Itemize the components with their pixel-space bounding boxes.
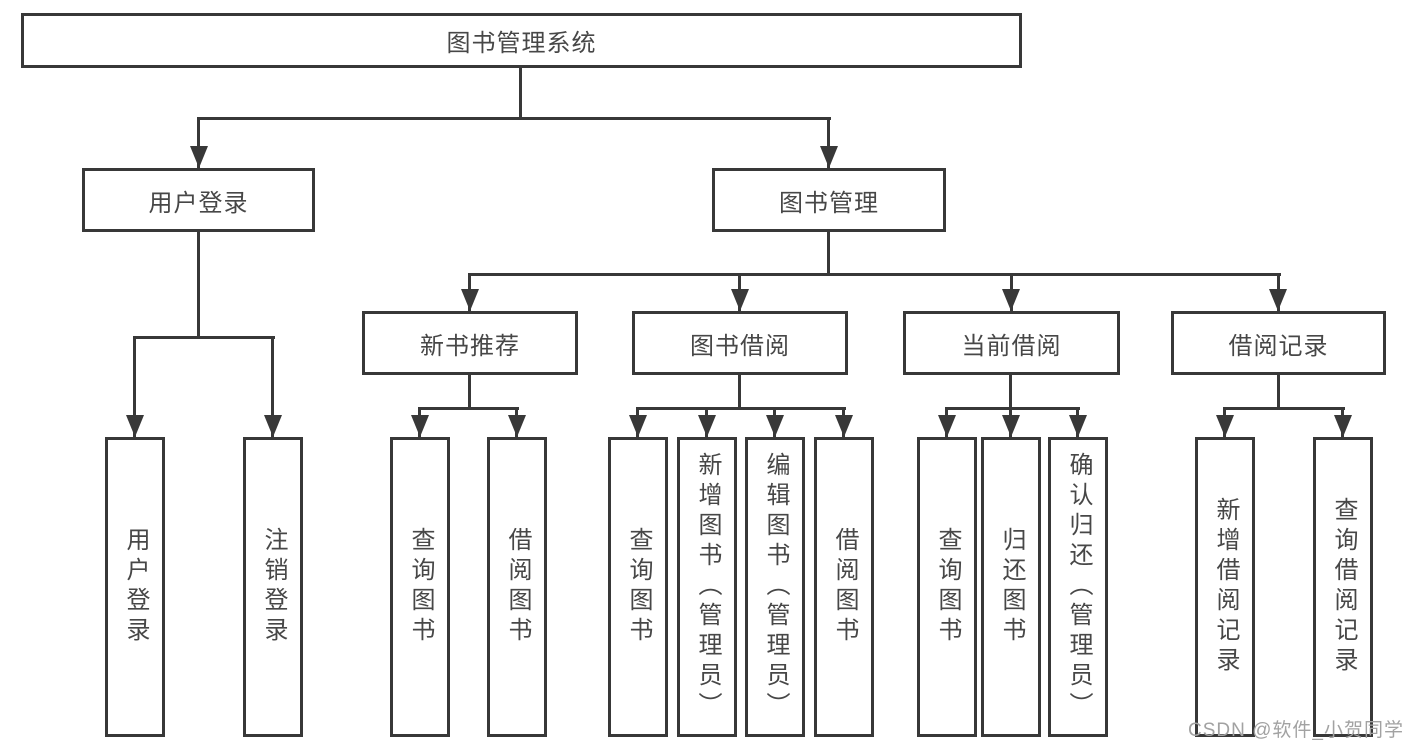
node-book-borrow: 图书借阅	[632, 311, 848, 375]
arrow-down-icon	[190, 146, 208, 168]
connector-line	[945, 407, 1080, 410]
connector-line	[636, 407, 846, 410]
connector-line	[197, 117, 200, 168]
arrow-down-icon	[835, 415, 853, 437]
node-label: 新书推荐	[420, 332, 520, 360]
arrow-down-icon	[1002, 415, 1020, 437]
leaf-edit-book-admin: 编辑图书（管理员）	[745, 437, 805, 737]
node-label: 当前借阅	[961, 332, 1062, 360]
node-label: 图书管理	[779, 189, 879, 217]
node-library-management-system: 图书管理系统	[21, 13, 1022, 68]
arrow-down-icon	[938, 415, 956, 437]
leaf-label: 借阅图书	[504, 527, 531, 647]
leaf-label: 查询借阅记录	[1330, 497, 1357, 677]
node-label: 图书管理系统	[446, 30, 597, 57]
leaf-borrow-book-recommend: 借阅图书	[487, 437, 547, 737]
arrow-down-icon	[508, 415, 526, 437]
leaf-search-book-recommend: 查询图书	[390, 437, 450, 737]
arrow-down-icon	[126, 415, 144, 437]
leaf-label: 编辑图书（管理员）	[762, 452, 789, 722]
arrow-down-icon	[1216, 415, 1234, 437]
node-label: 借阅记录	[1228, 332, 1329, 360]
leaf-search-book-current: 查询图书	[917, 437, 977, 737]
leaf-label: 新增借阅记录	[1212, 497, 1239, 677]
connector-line	[827, 117, 830, 168]
connector-line	[468, 273, 1281, 276]
arrow-down-icon	[698, 415, 716, 437]
leaf-search-book-borrow: 查询图书	[608, 437, 668, 737]
arrow-down-icon	[1334, 415, 1352, 437]
node-borrow-records: 借阅记录	[1171, 311, 1386, 375]
connector-line	[1223, 407, 1345, 410]
leaf-label: 确认归还（管理员）	[1065, 452, 1092, 722]
arrow-down-icon	[461, 289, 479, 311]
leaf-logout: 注销登录	[243, 437, 303, 737]
node-label: 图书借阅	[690, 332, 790, 360]
connector-line	[1277, 375, 1280, 407]
arrow-down-icon	[820, 146, 838, 168]
connector-line	[1009, 375, 1012, 407]
connector-line	[197, 232, 200, 336]
connector-line	[418, 407, 519, 410]
node-new-book-recommend: 新书推荐	[362, 311, 578, 375]
leaf-return-book: 归还图书	[981, 437, 1041, 737]
node-user-login: 用户登录	[82, 168, 315, 232]
leaf-label: 注销登录	[260, 527, 287, 647]
leaf-label: 归还图书	[998, 527, 1025, 647]
arrow-down-icon	[1269, 289, 1287, 311]
leaf-label: 查询图书	[407, 527, 434, 647]
node-label: 用户登录	[148, 189, 249, 217]
leaf-label: 查询图书	[934, 527, 961, 647]
leaf-label: 借阅图书	[831, 527, 858, 647]
arrow-down-icon	[766, 415, 784, 437]
leaf-label: 查询图书	[625, 527, 652, 647]
arrow-down-icon	[411, 415, 429, 437]
connector-line	[133, 336, 136, 437]
node-book-management: 图书管理	[712, 168, 946, 232]
arrow-down-icon	[1069, 415, 1087, 437]
arrow-down-icon	[731, 289, 749, 311]
connector-line	[738, 375, 741, 407]
leaf-confirm-return-admin: 确认归还（管理员）	[1048, 437, 1108, 737]
watermark-text: CSDN @软件_小贺同学	[1188, 720, 1404, 741]
arrow-down-icon	[629, 415, 647, 437]
arrow-down-icon	[264, 415, 282, 437]
connector-line	[827, 232, 830, 273]
connector-line	[468, 375, 471, 407]
arrow-down-icon	[1002, 289, 1020, 311]
connector-line	[519, 68, 522, 117]
leaf-search-borrow-record: 查询借阅记录	[1313, 437, 1373, 737]
leaf-user-login: 用户登录	[105, 437, 165, 737]
leaf-label: 新增图书（管理员）	[694, 452, 721, 722]
leaf-borrow-book: 借阅图书	[814, 437, 874, 737]
connector-line	[271, 336, 274, 437]
leaf-add-borrow-record: 新增借阅记录	[1195, 437, 1255, 737]
leaf-label: 用户登录	[122, 527, 149, 647]
connector-line	[133, 336, 275, 339]
leaf-add-book-admin: 新增图书（管理员）	[677, 437, 737, 737]
connector-line	[197, 117, 831, 120]
node-current-borrow: 当前借阅	[903, 311, 1120, 375]
